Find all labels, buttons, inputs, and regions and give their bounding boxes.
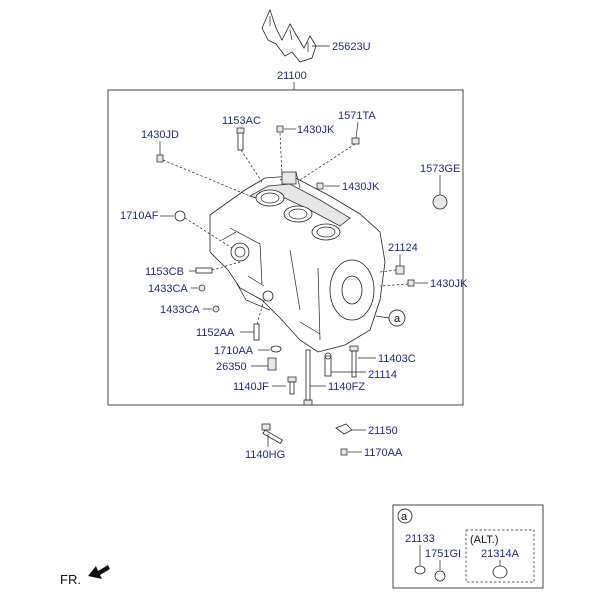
part-21314A-drawing (492, 565, 508, 579)
part-1430JK-b-drawing (316, 182, 324, 190)
inset-callout-circle (397, 508, 413, 524)
label-1140JF: 1140JF (233, 381, 269, 393)
label-1433CA-b: 1433CA (160, 304, 200, 316)
part-1433CA-a-drawing (198, 284, 206, 292)
label-21100: 21100 (277, 70, 307, 82)
part-1153CB-drawing (195, 267, 213, 274)
label-1710AF: 1710AF (120, 210, 159, 222)
label-1153CB: 1153CB (145, 266, 184, 278)
label-1140HG: 1140HG (245, 449, 285, 461)
label-1751GI: 1751GI (425, 548, 461, 560)
part-1153AC-drawing (236, 127, 245, 151)
label-11403C: 11403C (378, 353, 416, 365)
part-21114-drawing (324, 352, 332, 377)
part-21150-drawing (335, 423, 353, 435)
part-1710AA-drawing (270, 345, 282, 353)
part-1571TA-drawing (351, 137, 360, 145)
direction-label: FR. (60, 572, 81, 587)
label-1433CA-a: 1433CA (148, 283, 188, 295)
label-1153AC: 1153AC (222, 115, 261, 127)
label-25623U: 25623U (332, 41, 371, 53)
part-21133-drawing (414, 565, 426, 575)
part-21124-drawing (395, 265, 405, 275)
label-21314A: 21314A (481, 548, 520, 560)
label-1710AA: 1710AA (214, 345, 254, 357)
part-1710AF-drawing (174, 210, 186, 222)
part-1170AA-drawing (340, 448, 348, 456)
label-alt: (ALT.) (470, 534, 499, 546)
callout-a-label: a (394, 313, 401, 325)
front-arrow-icon (88, 565, 110, 579)
label-1152AA: 1152AA (196, 327, 235, 339)
part-1433CA-b-drawing (212, 305, 220, 313)
label-1430JK-b: 1430JK (342, 181, 380, 193)
inset-alt-box (465, 529, 535, 583)
label-1430JK-c: 1430JK (430, 278, 468, 290)
part-1140HG-drawing (261, 423, 283, 445)
label-26350: 26350 (216, 361, 247, 373)
inset-callout-label: a (401, 511, 408, 523)
part-1430JK-a-drawing (276, 125, 284, 133)
part-1430JK-c-drawing (407, 279, 415, 287)
part-1140FZ-drawing (303, 349, 313, 406)
part-11403C-drawing (349, 345, 359, 378)
label-21124: 21124 (388, 242, 418, 254)
label-21133: 21133 (405, 533, 435, 545)
label-1573GE: 1573GE (420, 163, 460, 175)
label-1430JD: 1430JD (141, 129, 179, 141)
inset-box (392, 504, 544, 589)
part-1152AA-drawing (253, 323, 260, 341)
part-1430JD-drawing (156, 154, 164, 163)
label-1430JK-a: 1430JK (297, 124, 335, 136)
part-1751GI-drawing (434, 570, 446, 582)
label-1170AA: 1170AA (364, 447, 403, 459)
label-21150: 21150 (368, 425, 398, 437)
part-25623U-drawing (261, 8, 317, 63)
cylinder-block-drawing (209, 171, 386, 353)
label-21114: 21114 (368, 369, 397, 381)
part-1140JF-drawing (287, 376, 297, 395)
assembly-frame (107, 89, 464, 406)
label-1140FZ: 1140FZ (328, 381, 365, 393)
part-1573GE-drawing (432, 194, 448, 210)
part-26350-drawing (267, 357, 277, 371)
label-1571TA: 1571TA (338, 110, 376, 122)
